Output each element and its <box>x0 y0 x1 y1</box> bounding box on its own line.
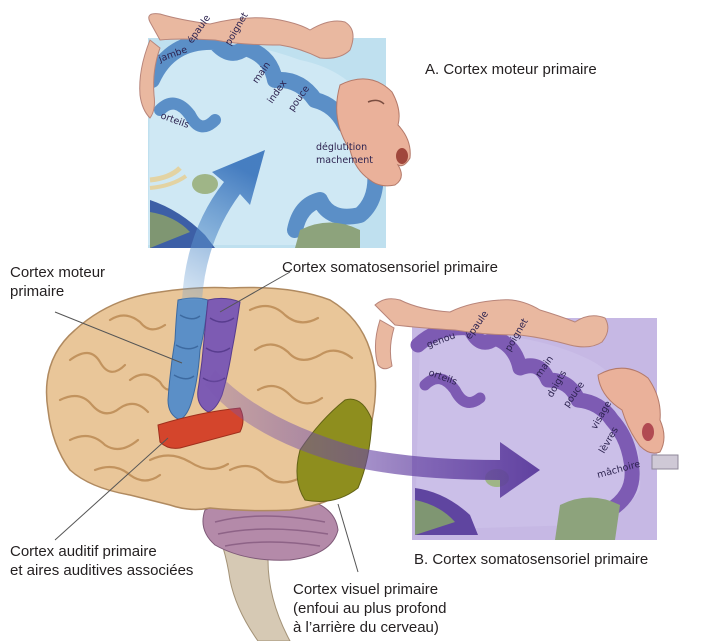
arrow-to-motor-section <box>182 150 265 300</box>
leader-lines <box>54 271 359 573</box>
svg-text:machement: machement <box>316 155 373 166</box>
somatosensory-cortex-section: genou épaule orteils poignet main doigts… <box>374 298 679 540</box>
somatosensory-cortex-label: Cortex somatosensoriel primaire <box>282 259 498 276</box>
arrow-to-somatosensory-section <box>205 370 540 498</box>
svg-text:déglutition: déglutition <box>316 142 367 153</box>
auditory-cortex-label: Cortex auditif primaire et aires auditiv… <box>10 543 194 579</box>
visual-cortex-label: Cortex visuel primaire (enfoui au plus p… <box>293 581 447 636</box>
motor-panel-title: A. Cortex moteur primaire <box>425 61 597 78</box>
motor-cortex-label: Cortex moteur primaire <box>10 264 106 300</box>
somatosensory-panel-title: B. Cortex somatosensoriel primaire <box>414 551 649 568</box>
motor-cortex-section: jambe épaule poignet main index pouce dé… <box>139 10 411 248</box>
